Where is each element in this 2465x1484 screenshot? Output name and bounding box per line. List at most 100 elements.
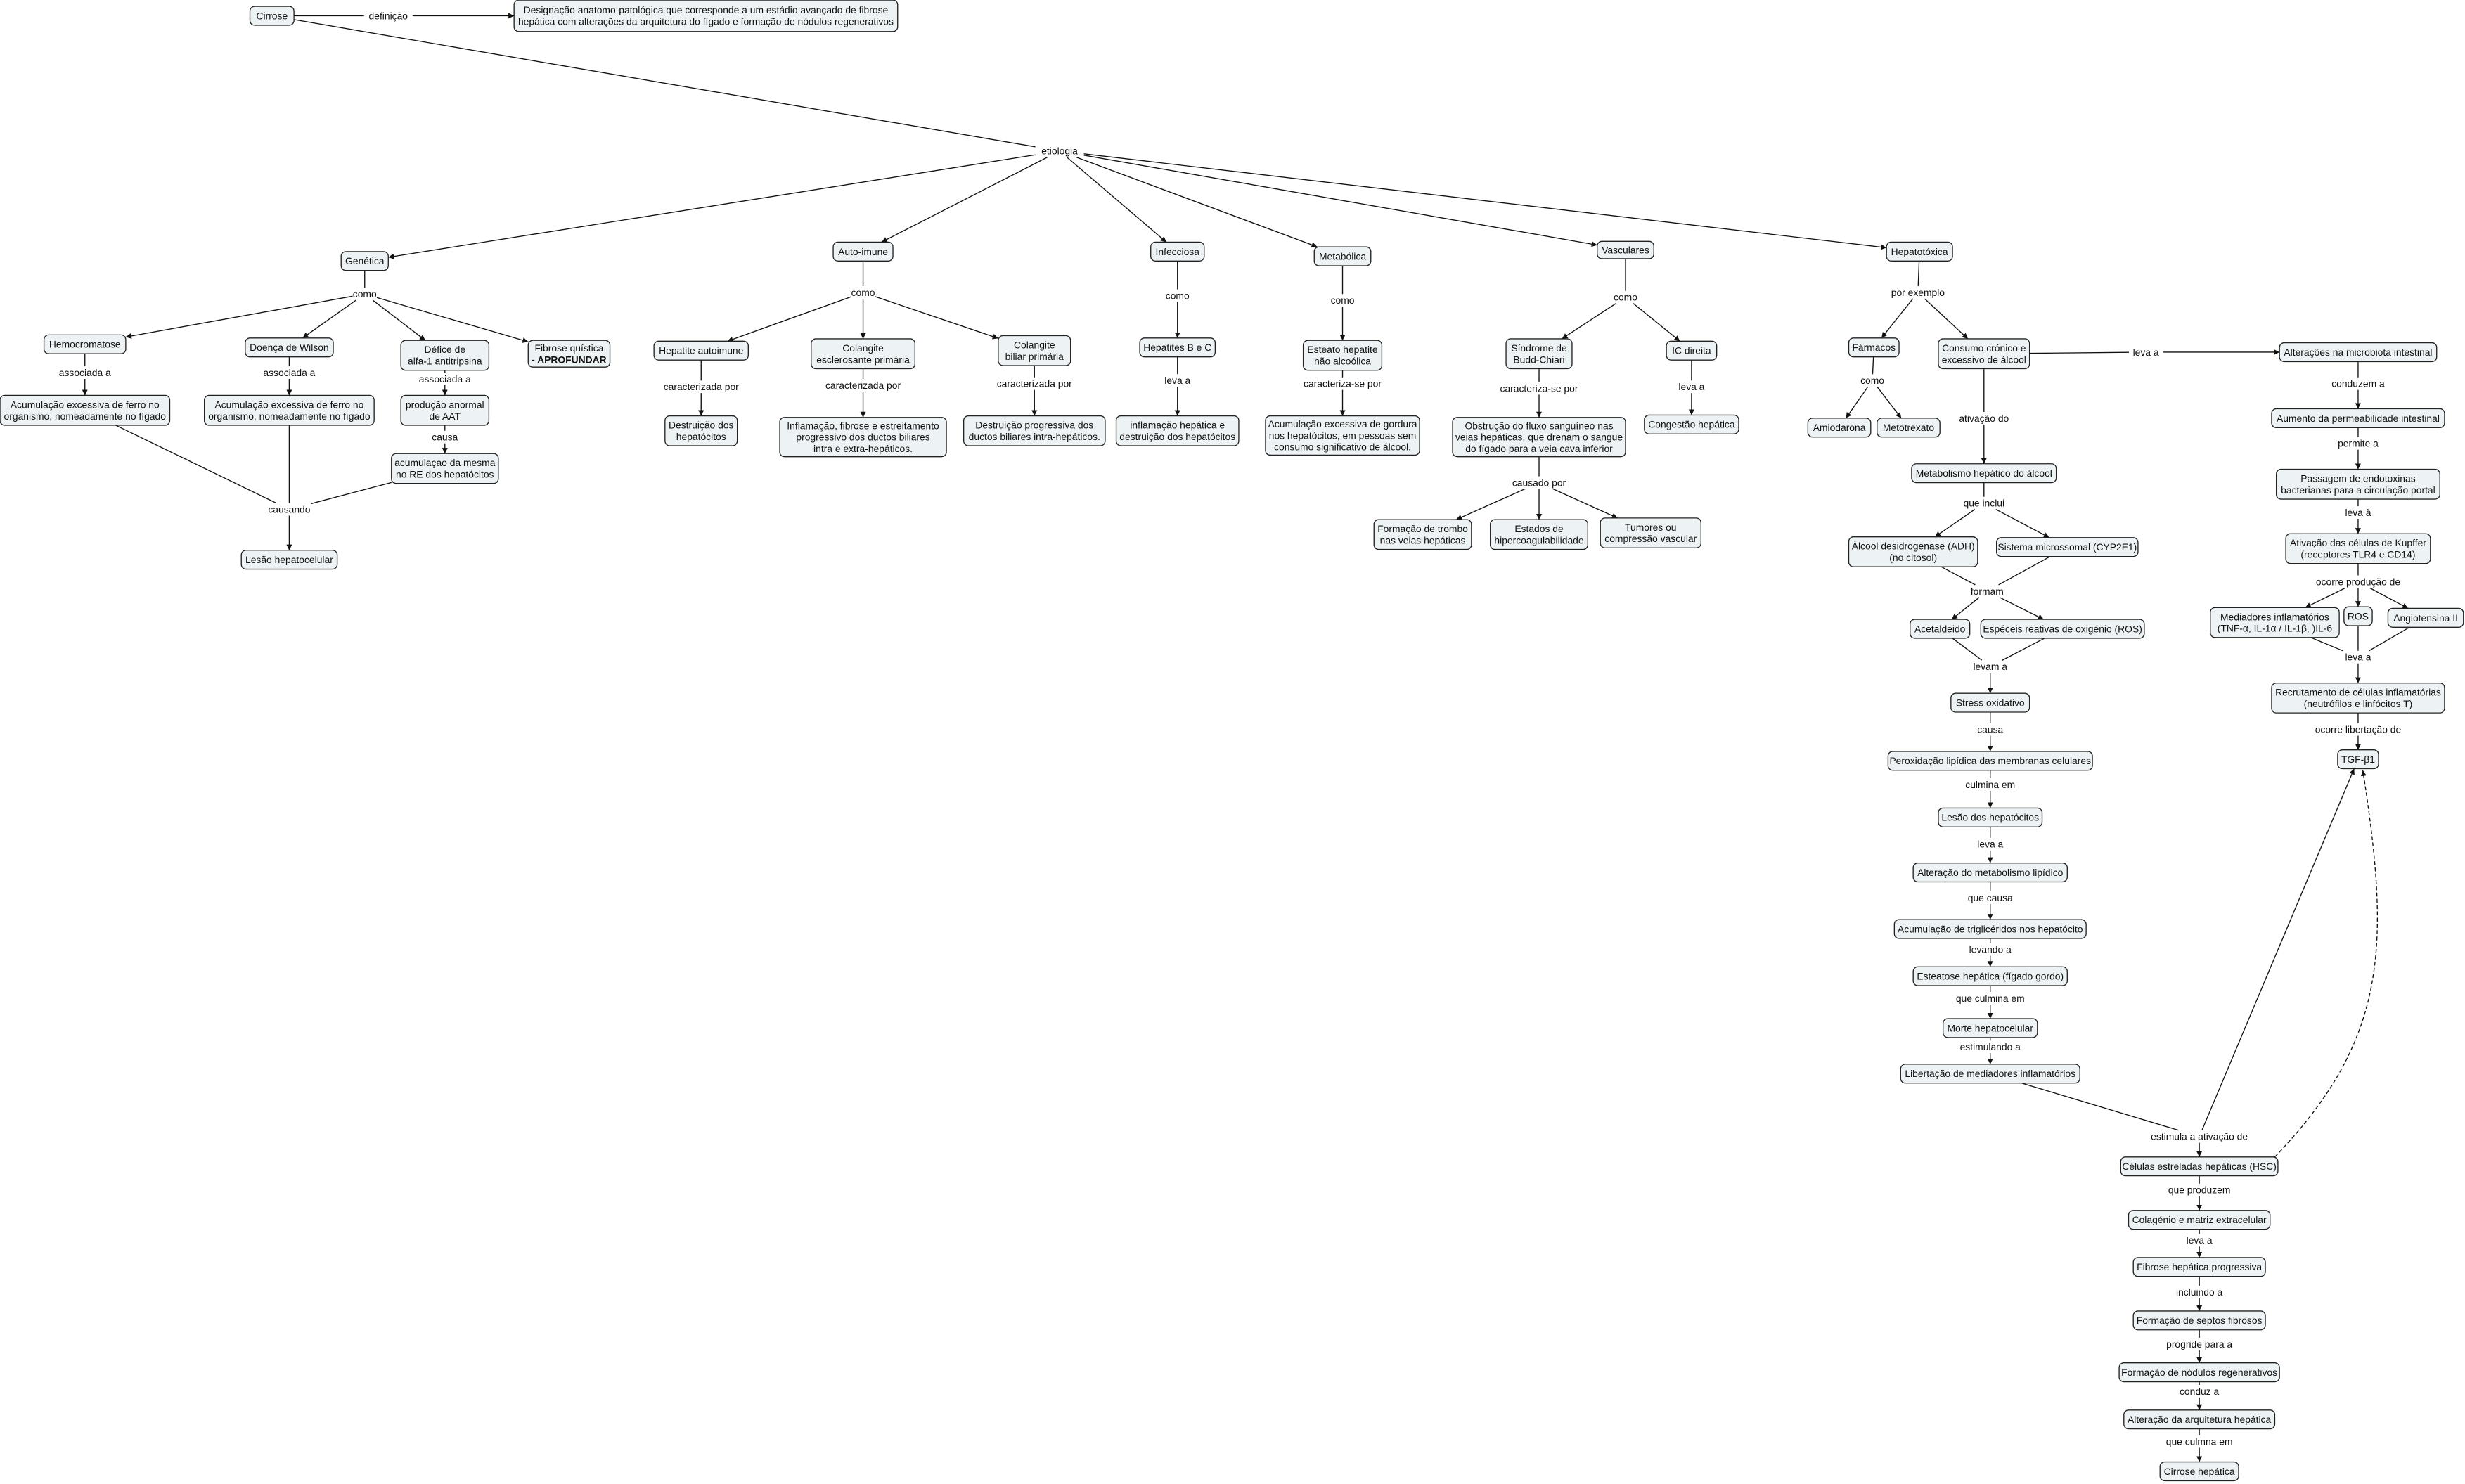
concept-metabolica[interactable]: Metabólica: [1313, 246, 1372, 266]
link-label-inf-leva[interactable]: leva a: [1161, 375, 1193, 386]
link-label-ocorre-lib[interactable]: ocorre libertação de: [2308, 724, 2408, 735]
concept-hep-bc[interactable]: Hepatites B e C: [1139, 337, 1216, 358]
link-label-ativacao-do[interactable]: ativação do: [1956, 413, 2012, 424]
link-label-progride[interactable]: progride para a: [2162, 1338, 2237, 1350]
concept-lesao-hep[interactable]: Lesão hepatocelular: [240, 550, 338, 570]
link-label-que-culmna[interactable]: que culmna em: [2166, 1435, 2233, 1447]
concept-acetaldeido[interactable]: Acetaldeido: [1910, 619, 1971, 639]
concept-colagenio[interactable]: Colagénio e matriz extracelular: [2128, 1210, 2271, 1230]
concept-esteatose[interactable]: Esteatose hepática (fígado gordo): [1912, 966, 2068, 986]
concept-metab-alcool[interactable]: Metabolismo hepático do álcool: [1911, 463, 2057, 484]
concept-septos[interactable]: Formação de septos fibrosos: [2132, 1310, 2266, 1331]
concept-recrutamento[interactable]: Recrutamento de células inflamatórias(ne…: [2271, 682, 2445, 714]
concept-amiodarona[interactable]: Amiodarona: [1807, 418, 1872, 438]
concept-arquitetura[interactable]: Alteração da arquitetura hepática: [2123, 1409, 2276, 1430]
concept-peroxidacao[interactable]: Peroxidação lipídica das membranas celul…: [1887, 751, 2093, 771]
link-label-assoc1[interactable]: associada a: [57, 367, 112, 378]
concept-inflam-fibrose[interactable]: Inflamação, fibrose e estreitamentoprogr…: [779, 417, 947, 458]
link-label-assoc2[interactable]: associada a: [262, 367, 317, 378]
concept-stress[interactable]: Stress oxidativo: [1950, 692, 2030, 713]
link-label-carac2[interactable]: caracterizada por: [820, 380, 906, 391]
concept-acum-ferro1[interactable]: Acumulação excessiva de ferro noorganism…: [0, 394, 171, 426]
link-label-causado-por[interactable]: causado por: [1511, 477, 1567, 488]
concept-mediadores[interactable]: Mediadores inflamatórios(TNF-α, IL-1α / …: [2210, 607, 2340, 638]
link-label-leva-a3[interactable]: leva a: [2184, 1234, 2215, 1246]
concept-genetica[interactable]: Genética: [340, 251, 389, 271]
concept-definicao-txt[interactable]: Designação anatomo-patológica que corres…: [513, 0, 899, 32]
link-label-gen-como[interactable]: como: [353, 288, 377, 299]
link-label-met-carac[interactable]: caracteriza-se por: [1298, 378, 1388, 389]
concept-angiotensina[interactable]: Angiotensina II: [2387, 607, 2464, 628]
concept-lesao-hepatocitos[interactable]: Lesão dos hepatócitos: [1938, 807, 2043, 827]
link-label-que-produzem[interactable]: que produzem: [2168, 1185, 2231, 1196]
concept-farmacos[interactable]: Fármacos: [1848, 337, 1900, 358]
concept-fibrose-quistica[interactable]: Fibrose quística- APROFUNDAR: [527, 340, 611, 368]
link-label-ai-como[interactable]: como: [851, 287, 875, 298]
concept-ros[interactable]: Espéceis reativas de oxigénio (ROS): [1980, 619, 2145, 639]
concept-hemocromatose[interactable]: Hemocromatose: [43, 334, 127, 354]
concept-permeabilidade[interactable]: Aumento da permeabilidade intestinal: [2271, 408, 2445, 428]
link-label-que-causa[interactable]: que causa: [1967, 892, 2014, 903]
concept-ros2[interactable]: ROS: [2343, 606, 2373, 626]
concept-hepatotoxica[interactable]: Hepatotóxica: [1886, 241, 1953, 262]
link-label-conduz[interactable]: conduz a: [2179, 1386, 2220, 1397]
link-label-causa2[interactable]: causa: [1977, 724, 2003, 735]
link-label-carac1[interactable]: caracterizada por: [659, 381, 744, 392]
link-label-formam[interactable]: formam: [1971, 586, 2004, 597]
link-label-farm-como[interactable]: como: [1860, 375, 1884, 386]
link-label-incluindo[interactable]: incluindo a: [2171, 1286, 2227, 1298]
concept-wilson[interactable]: Doença de Wilson: [245, 337, 334, 358]
concept-morte[interactable]: Morte hepatocelular: [1942, 1018, 2038, 1038]
link-label-vas-como[interactable]: como: [1614, 292, 1637, 303]
concept-cirrose-hep[interactable]: Cirrose hepática: [2159, 1461, 2239, 1482]
link-label-definicao[interactable]: definição: [365, 10, 411, 21]
concept-libertacao[interactable]: Libertação de mediadores inflamatórios: [1900, 1064, 2080, 1084]
link-label-leva-a2[interactable]: leva a: [1974, 839, 2006, 850]
link-label-etiologia[interactable]: etiologia: [1036, 146, 1083, 157]
link-label-budd-carac[interactable]: caracteriza-se por: [1494, 382, 1584, 394]
concept-infecciosa[interactable]: Infecciosa: [1150, 241, 1205, 262]
concept-cyp[interactable]: Sistema microssomal (CYP2E1): [1996, 537, 2139, 557]
link-label-inf-como[interactable]: como: [1166, 290, 1190, 301]
concept-alt-lipidico[interactable]: Alteração do metabolismo lipídico: [1912, 862, 2068, 883]
link-label-assoc3[interactable]: associada a: [417, 373, 473, 385]
link-label-ic-leva[interactable]: leva a: [1675, 381, 1707, 392]
link-label-causando[interactable]: causando: [268, 503, 310, 515]
link-label-alc-leva[interactable]: leva a: [2130, 347, 2162, 358]
link-label-causa-aat[interactable]: causa: [432, 432, 458, 443]
concept-ic-direita[interactable]: IC direita: [1666, 340, 1718, 361]
concept-hep-autoimune[interactable]: Hepatite autoimune: [653, 340, 749, 361]
link-label-ocorre-prod[interactable]: ocorre produção de: [2313, 576, 2403, 587]
link-label-permite[interactable]: permite a: [2335, 438, 2381, 449]
link-label-levando-a[interactable]: levando a: [1967, 944, 2014, 955]
concept-acum-ferro2[interactable]: Acumulação excessiva de ferro noorganism…: [204, 394, 375, 426]
concept-vasculares[interactable]: Vasculares: [1597, 240, 1654, 259]
link-label-estimula[interactable]: estimula a ativação de: [2144, 1131, 2254, 1142]
concept-adh[interactable]: Álcool desidrogenase (ADH)(no citosol): [1848, 536, 1978, 567]
concept-metotrexato[interactable]: Metotrexato: [1877, 418, 1941, 438]
concept-nodulos[interactable]: Formação de nódulos regenerativos: [2118, 1362, 2280, 1383]
link-label-kup-leva[interactable]: leva a: [2343, 652, 2374, 663]
concept-congestao[interactable]: Congestão hepática: [1644, 414, 1739, 434]
link-label-por-exemplo[interactable]: por exemplo: [1890, 287, 1946, 298]
concept-cirrose[interactable]: Cirrose: [249, 6, 295, 26]
concept-tgf[interactable]: TGF-β1: [2337, 749, 2379, 770]
link-label-levam-a[interactable]: levam a: [1972, 661, 2009, 672]
link-label-culmina-em[interactable]: culmina em: [1964, 779, 2016, 790]
link-label-que-inclui[interactable]: que inclui: [1959, 498, 2009, 509]
